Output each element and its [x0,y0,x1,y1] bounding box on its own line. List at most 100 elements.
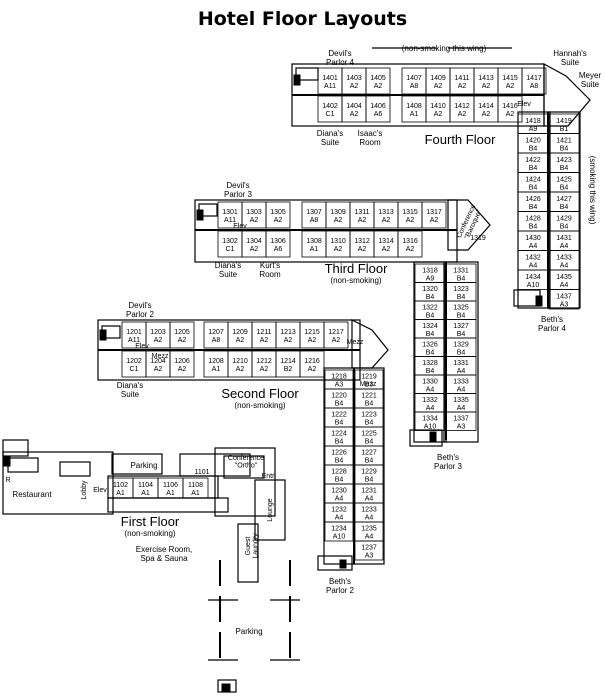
room-number: 1302 [222,238,238,245]
room-type: C1 [130,366,139,373]
room-number: 1418 [525,118,541,125]
room-number: 1235 [361,526,377,533]
room-number: 1328 [422,360,438,367]
first-exercise-label: Exercise Room,Spa & Sauna [136,545,192,563]
room-type: B4 [457,331,466,338]
room-number: 1307 [306,209,322,216]
room-number: 1326 [422,341,438,348]
room-number: 1209 [232,329,248,336]
room-number: 1429 [556,215,572,222]
room-number: 1306 [270,238,286,245]
room-number: 1205 [174,329,190,336]
room-type: C1 [326,111,335,118]
room-number: 1237 [361,545,377,552]
room-type: B4 [560,223,569,230]
second-mezz-3: Mezz [360,381,377,388]
room-number: 1215 [304,329,320,336]
room-number: 1310 [330,238,346,245]
second-mezz-1: Mezz [152,353,169,360]
room-type: B4 [529,145,538,152]
room-type: A6 [374,111,383,118]
room-number: 1408 [406,103,422,110]
room-type: A8 [530,83,539,90]
room-type: A4 [335,515,344,522]
room-type: A2 [260,337,269,344]
room-type: A3 [560,301,569,308]
second-mezz-2: Mezz [347,339,364,346]
room-number: 1223 [361,412,377,419]
room-type: A2 [458,83,467,90]
first-room-1101: 1101 [194,469,209,476]
room-number: 1331 [453,267,469,274]
room-type: C1 [226,246,235,253]
fourth-floor-note: (non-smoking this wing) [402,44,487,53]
room-type: A4 [560,262,569,269]
room-type: B4 [529,204,538,211]
room-type: A4 [529,262,538,269]
room-number: 1232 [331,507,347,514]
room-type: B4 [426,312,435,319]
room-number: 1322 [422,304,438,311]
room-type: A4 [457,386,466,393]
fourth-side-note: (smoking this wing) [588,156,597,225]
room-number: 1405 [370,75,386,82]
room-type: A10 [424,423,437,430]
first-parking-bottom: Parking [235,627,262,636]
room-type: B4 [529,165,538,172]
room-type: B3 [365,382,374,389]
map-title: Hotel Floor Layouts [197,8,408,30]
room-number: 1218 [331,374,347,381]
room-type: A2 [308,366,317,373]
room-type: A1 [141,490,150,497]
room-type: A2 [250,246,259,253]
room-type: A8 [310,217,319,224]
room-number: 1416 [502,103,518,110]
room-type: A2 [458,111,467,118]
room-number: 1201 [126,329,142,336]
room-number: 1206 [174,358,190,365]
room-number: 1325 [453,304,469,311]
room-number: 1414 [478,103,494,110]
room-number: 1308 [306,238,322,245]
room-type: A11 [128,337,140,344]
room-type: A2 [382,246,391,253]
third-floor-name: Third Floor [325,261,389,276]
room-number: 1410 [430,103,446,110]
room-number: 1337 [453,415,469,422]
room-number: 1227 [361,450,377,457]
room-type: A2 [374,83,383,90]
